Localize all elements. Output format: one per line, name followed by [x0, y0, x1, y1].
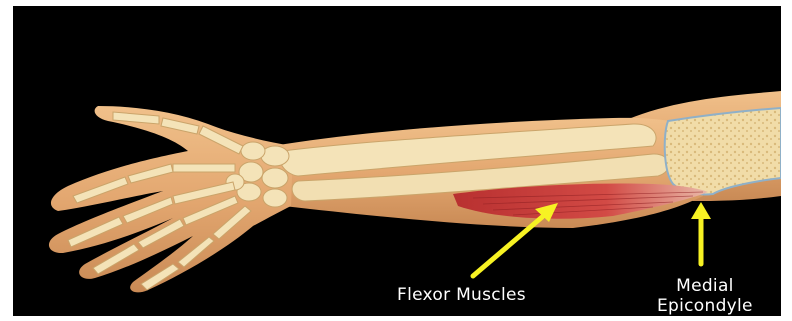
medial-epicondyle-label: Medial Epicondyle — [657, 276, 753, 316]
diagram-canvas: Flexor Muscles Medial Epicondyle — [13, 6, 781, 316]
flexor-muscles-label: Flexor Muscles — [397, 285, 526, 305]
epicondyle-arrow — [691, 202, 711, 264]
medial-epicondyle-label-line2: Epicondyle — [657, 296, 753, 316]
medial-epicondyle-label-line1: Medial — [657, 276, 753, 296]
forearm-illustration — [13, 6, 781, 316]
